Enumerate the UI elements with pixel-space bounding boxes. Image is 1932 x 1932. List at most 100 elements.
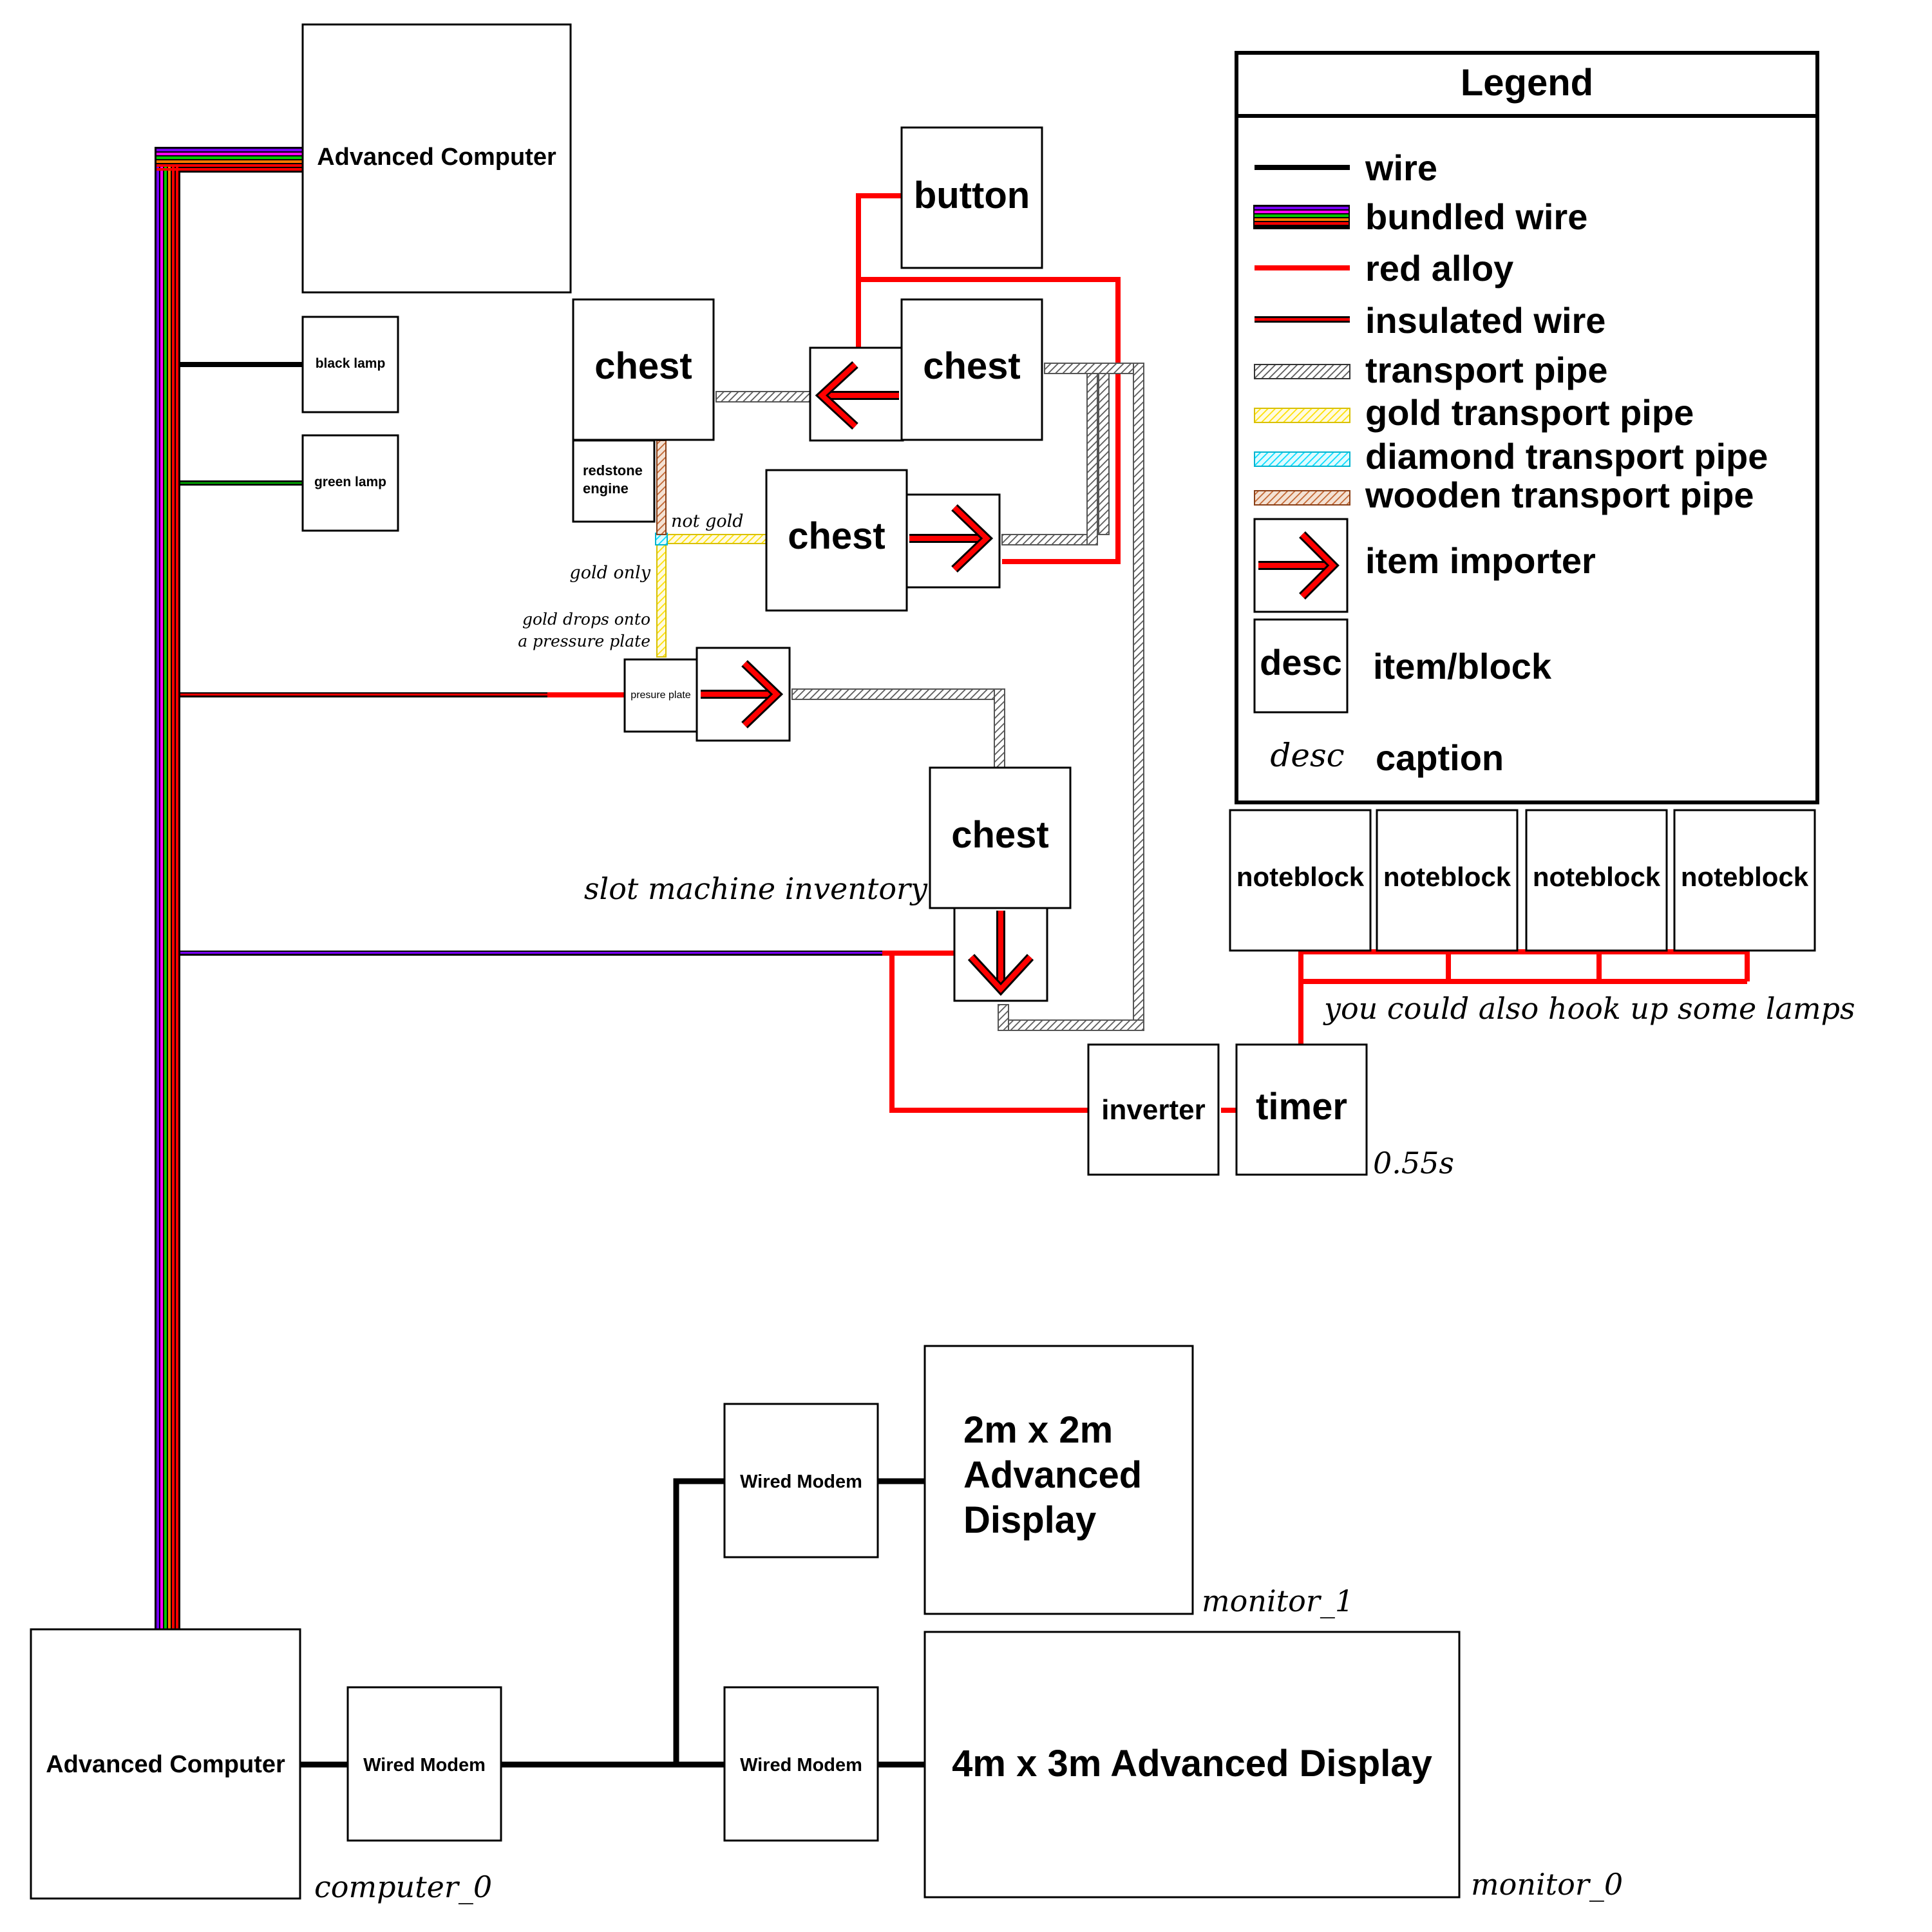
wired-modem-top-label: Wired Modem — [740, 1472, 862, 1492]
modem-network-wires — [300, 1478, 925, 1768]
wire-swatch-icon — [1255, 165, 1350, 170]
wired-modem-computer: Wired Modem — [346, 1686, 502, 1842]
legend-label-caption: caption — [1376, 737, 1504, 778]
chest-middle-label: chest — [788, 515, 886, 557]
wired-modem-top: Wired Modem — [723, 1403, 879, 1558]
chest-right-label: chest — [923, 345, 1021, 387]
item-importer-middle — [905, 493, 1001, 589]
legend-item-wooden-transport-pipe: wooden transport pipe — [1254, 475, 1754, 515]
display-small-line-3: Display — [963, 1499, 1096, 1541]
item-importer-left — [809, 346, 904, 442]
legend-sample-caption: desc — [1270, 737, 1344, 774]
caption-gold-only: gold only — [569, 563, 650, 583]
caption-not-gold: not gold — [671, 511, 744, 531]
legend-item-red-alloy: red alloy — [1255, 248, 1513, 289]
gold-transport-pipe-swatch-icon — [1254, 408, 1350, 423]
wooden-transport-pipe-swatch-icon — [1254, 490, 1350, 506]
noteblock-4: noteblock — [1673, 809, 1816, 952]
inverter-label: inverter — [1101, 1094, 1205, 1126]
noteblock-4-label: noteblock — [1681, 862, 1809, 892]
green-lamp-wire — [180, 480, 303, 486]
legend-label-transport-pipe: transport pipe — [1365, 350, 1607, 390]
caption-gold-drops-1: gold drops onto — [522, 610, 650, 629]
importer-insulated-wire — [180, 951, 882, 956]
legend-title: Legend — [1461, 62, 1593, 104]
advanced-computer-bottom-label: Advanced Computer — [46, 1751, 285, 1778]
transport-pipes — [655, 363, 1144, 1031]
legend-item-gold-transport-pipe: gold transport pipe — [1254, 392, 1694, 433]
legend-item-caption: desc caption — [1270, 737, 1504, 778]
display-large-label: 4m x 3m Advanced Display — [952, 1743, 1432, 1785]
wired-modem-bottom: Wired Modem — [723, 1686, 879, 1842]
display-small-line-1: 2m x 2m — [963, 1409, 1113, 1451]
legend: Legend wire bundled wire red alloy — [1235, 51, 1819, 804]
chest-left: chest — [572, 298, 715, 441]
caption-monitor-0: monitor_0 — [1471, 1867, 1623, 1902]
redstone-engine: redstone engine — [572, 439, 656, 523]
legend-label-insulated-wire: insulated wire — [1365, 300, 1605, 341]
legend-item-insulated-wire: insulated wire — [1255, 300, 1605, 341]
black-lamp: black lamp — [301, 316, 399, 413]
transport-pipe-swatch-icon — [1254, 364, 1350, 379]
green-lamp: green lamp — [301, 434, 399, 532]
legend-label-red-alloy: red alloy — [1365, 248, 1513, 289]
noteblock-2: noteblock — [1376, 809, 1519, 952]
chest-left-label: chest — [594, 345, 692, 387]
chest-right: chest — [900, 298, 1043, 441]
pressure-plate-insulated-wire — [180, 692, 626, 697]
noteblock-3: noteblock — [1525, 809, 1668, 952]
chest-middle: chest — [765, 469, 908, 612]
timer: timer — [1235, 1043, 1368, 1176]
legend-label-wooden-transport-pipe: wooden transport pipe — [1365, 475, 1754, 515]
display-small-line-2: Advanced — [963, 1454, 1142, 1496]
timer-label: timer — [1256, 1086, 1347, 1128]
legend-item-bundled-wire: bundled wire — [1253, 196, 1587, 237]
advanced-computer-top-label: Advanced Computer — [317, 144, 556, 171]
item-importer-pressure — [696, 647, 791, 742]
advanced-computer-bottom: Advanced Computer — [30, 1628, 301, 1900]
noteblock-2-label: noteblock — [1383, 862, 1511, 892]
advanced-display-large: 4m x 3m Advanced Display — [923, 1631, 1461, 1899]
redstone-engine-label-2: engine — [583, 480, 629, 497]
caption-computer-0: computer_0 — [314, 1870, 492, 1904]
legend-sample-block: desc — [1260, 642, 1342, 683]
red-alloy-swatch-icon — [1255, 265, 1350, 270]
item-importer-bottom — [953, 907, 1048, 1002]
legend-label-gold-transport-pipe: gold transport pipe — [1365, 392, 1694, 433]
pressure-plate: presure plate — [623, 658, 698, 733]
caption-timer-value: 0.55s — [1373, 1146, 1454, 1180]
caption-slot-machine: slot machine inventory — [584, 871, 928, 906]
legend-item-item-importer: item importer — [1253, 518, 1596, 613]
pressure-plate-label: presure plate — [630, 690, 690, 701]
wired-modem-bottom-label: Wired Modem — [740, 1755, 862, 1776]
legend-label-item-block: item/block — [1373, 646, 1552, 687]
legend-label-wire: wire — [1365, 147, 1437, 188]
bundled-wire-swatch-icon — [1253, 205, 1350, 229]
advanced-display-small: 2m x 2m Advanced Display — [923, 1345, 1194, 1615]
insulated-wire-swatch-icon — [1255, 316, 1350, 323]
green-lamp-label: green lamp — [314, 475, 386, 489]
wired-modem-computer-label: Wired Modem — [363, 1755, 486, 1776]
caption-monitor-1: monitor_1 — [1202, 1584, 1354, 1618]
legend-item-diamond-transport-pipe: diamond transport pipe — [1254, 436, 1768, 477]
legend-label-item-importer: item importer — [1365, 540, 1596, 581]
chest-bottom: chest — [929, 766, 1072, 909]
black-lamp-wire — [180, 362, 303, 367]
noteblock-red-alloy — [1298, 951, 1750, 984]
bundled-wire — [155, 147, 303, 1629]
inverter: inverter — [1087, 1043, 1220, 1176]
item-importer-arrow-icon — [1253, 518, 1349, 613]
legend-item-wire: wire — [1255, 147, 1437, 188]
button: button — [900, 126, 1043, 269]
noteblock-1: noteblock — [1229, 809, 1372, 952]
legend-item-transport-pipe: transport pipe — [1254, 350, 1607, 390]
advanced-computer-top: Advanced Computer — [301, 23, 572, 294]
item-block-swatch-icon — [1253, 618, 1349, 714]
black-lamp-label: black lamp — [316, 356, 386, 371]
legend-label-bundled-wire: bundled wire — [1365, 196, 1587, 237]
noteblock-1-label: noteblock — [1236, 862, 1365, 892]
caption-lamps-hint: you could also hook up some lamps — [1323, 991, 1855, 1026]
button-label: button — [914, 175, 1030, 216]
caption-gold-drops-2: a pressure plate — [518, 632, 650, 650]
